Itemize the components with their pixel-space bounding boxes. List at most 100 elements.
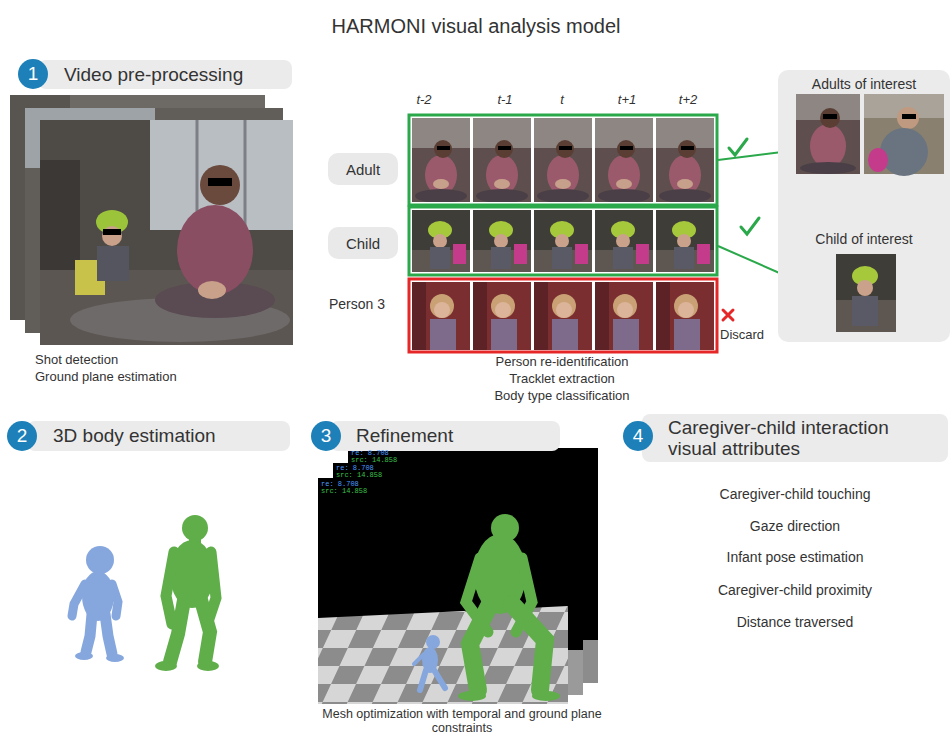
child-crop: [852, 296, 878, 326]
selection-arrows: [741, 218, 759, 234]
tracklet-frames: [534, 282, 592, 350]
frame-time: t: [560, 92, 564, 107]
node-text: 4: [633, 425, 644, 447]
panel-heading: Adults of interest: [778, 76, 950, 92]
render-metric: src: 14.858: [336, 472, 382, 479]
body-mesh-3d: [106, 654, 124, 662]
render-metric: src: 14.858: [321, 488, 367, 495]
child-crop: [857, 280, 873, 296]
adult-crop: [800, 162, 856, 174]
node-text: Adult: [346, 161, 380, 178]
adult-crop: [897, 107, 919, 129]
step-note: Ground plane estimation: [35, 369, 177, 384]
tracklet-frames: [656, 118, 714, 203]
refinement-render: [458, 514, 560, 701]
attribute-item: Gaze direction: [750, 518, 840, 534]
body-mesh-3d: [86, 546, 114, 574]
video-frames: [244, 120, 247, 230]
frame-time: t+1: [618, 92, 636, 107]
step-number: 1: [18, 59, 48, 89]
refinement-render: [420, 670, 426, 690]
frame-time: t+2: [679, 92, 697, 107]
tracklet-frames: [595, 282, 653, 350]
body-mesh-3d: [72, 584, 85, 616]
adult-crop: [810, 124, 846, 168]
selection-arrows: [723, 310, 733, 320]
video-frames: [10, 95, 293, 345]
refinement-render: [532, 691, 560, 701]
attribute-item: Distance traversed: [737, 614, 854, 630]
frame-time: t-2: [416, 92, 431, 107]
track-label: Child: [328, 227, 398, 259]
node-text: Child: [346, 235, 380, 252]
adult-crop: [796, 94, 860, 174]
step-header: Refinement: [330, 421, 560, 451]
video-frames: [208, 178, 232, 186]
refinement-render: [426, 635, 440, 649]
discard-label: Discard: [720, 327, 764, 342]
step-number: 4: [623, 421, 653, 451]
render-metric: re: 8.708: [321, 481, 359, 488]
step-number: 2: [7, 421, 37, 451]
adult-crop: [820, 108, 840, 128]
step-number: 3: [311, 421, 341, 451]
adult-crop: [880, 128, 928, 176]
selection-arrows: [729, 139, 747, 155]
tracklet-frames: [473, 282, 531, 350]
step-note: Person re-identification: [496, 354, 629, 369]
body-mesh-3d: [112, 584, 118, 616]
body-mesh-3d: [72, 515, 219, 671]
adult-crop: [796, 94, 860, 174]
child-crop: [836, 254, 896, 332]
body-mesh-3d: [201, 600, 210, 662]
adult-crop: [796, 94, 860, 120]
tracklet-frames: [534, 118, 592, 203]
diagram-title: HARMONI visual analysis model: [0, 15, 952, 38]
tracklet-frames: [534, 210, 592, 272]
attribute-item: Caregiver-child proximity: [718, 582, 872, 598]
refinement-render: [318, 448, 598, 704]
node-text: Video pre-processing: [64, 64, 243, 86]
node-text: 1: [28, 63, 39, 85]
tracklet-frames: [656, 282, 714, 350]
body-mesh-3d: [72, 546, 124, 662]
tracklet-frames: [473, 118, 531, 203]
figure-caption: Mesh optimization with temporal and grou…: [317, 707, 607, 735]
body-mesh-3d: [197, 661, 219, 671]
tracklet-frames: [595, 210, 653, 272]
node-text: 2: [17, 425, 28, 447]
adult-crop: [868, 148, 888, 172]
body-mesh-3d: [166, 552, 174, 624]
tracklet-frames: [595, 118, 653, 203]
tracklet-frames: [412, 282, 470, 350]
node-text: Caregiver-child interaction visual attri…: [668, 417, 940, 459]
step-note: Tracklet extraction: [509, 371, 615, 386]
body-mesh-3d: [155, 661, 177, 671]
node-text: 3: [321, 425, 332, 447]
attribute-item: Infant pose estimation: [727, 549, 864, 565]
adult-crop: [823, 114, 837, 119]
attribute-item: Caregiver-child touching: [720, 486, 871, 502]
step-header: 3D body estimation: [27, 421, 290, 451]
refinement-render: [414, 654, 424, 664]
adult-crop: [864, 94, 944, 118]
step-note: Body type classification: [494, 388, 629, 403]
step-note: Shot detection: [35, 352, 118, 367]
tracklet-frames: [409, 207, 717, 275]
render-metric: src: 14.858: [351, 457, 397, 464]
node-text: Refinement: [356, 425, 453, 447]
adult-crop: [864, 94, 944, 176]
track-label: Adult: [328, 153, 398, 185]
tracklet-frames: [412, 210, 470, 272]
video-frames: [198, 281, 226, 299]
frame-time: t-1: [497, 92, 512, 107]
tracklet-frames: [409, 115, 717, 205]
body-mesh-3d: [86, 614, 92, 652]
body-mesh-3d: [155, 515, 219, 671]
refinement-render: [318, 478, 568, 704]
video-frames: [200, 165, 240, 205]
body-mesh-3d: [105, 614, 112, 654]
body-mesh-3d: [170, 600, 184, 662]
render-metric: re: 8.708: [336, 465, 374, 472]
